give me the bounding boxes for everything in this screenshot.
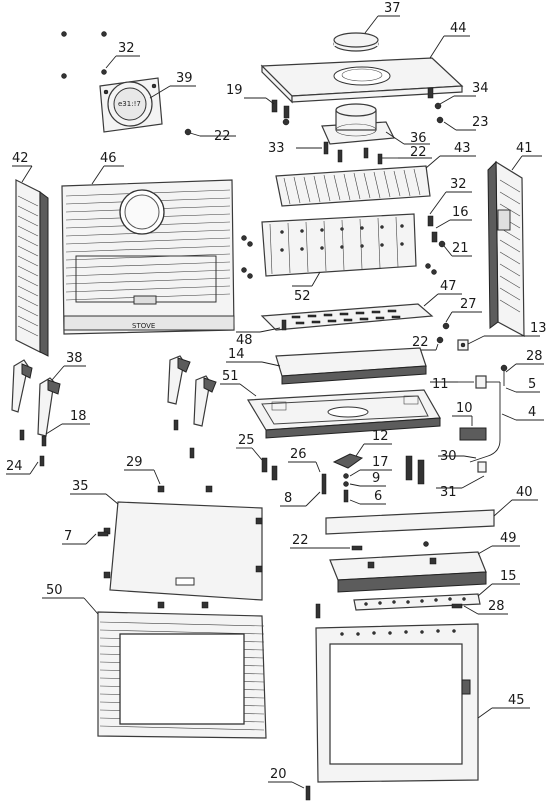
screw-22-left xyxy=(184,128,201,137)
part-51-base-plate xyxy=(246,389,441,439)
label-22: 22 xyxy=(412,335,429,350)
logo-text: STOVE xyxy=(132,322,155,330)
part-36-flue-spigot xyxy=(321,103,395,145)
label-19: 19 xyxy=(226,83,243,98)
label-44: 44 xyxy=(450,21,467,36)
part-14-ash-pan xyxy=(275,347,427,385)
screws-back-panel xyxy=(241,235,437,279)
label-31: 31 xyxy=(440,485,457,500)
screws-34-23 xyxy=(427,87,444,124)
label-49: 49 xyxy=(500,531,517,546)
part-52-firebrick xyxy=(261,213,417,277)
label-48: 48 xyxy=(236,333,253,348)
label-11: 11 xyxy=(432,377,449,392)
part-12-lever xyxy=(321,453,364,503)
label-7: 7 xyxy=(64,529,72,544)
label-30: 30 xyxy=(440,449,457,464)
label-13: 13 xyxy=(530,321,547,336)
part-47-grate xyxy=(260,303,434,331)
screws-32-16-21 xyxy=(427,215,446,248)
label-26: 26 xyxy=(290,447,307,462)
screws-22-center xyxy=(363,147,383,165)
label-15: 15 xyxy=(500,569,517,584)
label-40: 40 xyxy=(516,485,533,500)
label-5: 5 xyxy=(528,377,536,392)
part-50-front-frame xyxy=(97,601,267,739)
label-21: 21 xyxy=(452,241,469,256)
parts-27-22-13 xyxy=(436,322,469,351)
part-41-right-side-panel xyxy=(487,160,525,338)
label-12: 12 xyxy=(372,429,389,444)
label-46: 46 xyxy=(100,151,117,166)
label-16: 16 xyxy=(452,205,469,220)
label-52: 52 xyxy=(294,289,311,304)
part-15-hinge-bar xyxy=(353,593,481,611)
label-6: 6 xyxy=(374,489,382,504)
label-9: 9 xyxy=(372,471,380,486)
label-28: 28 xyxy=(488,599,505,614)
label-4: 4 xyxy=(528,405,536,420)
part-38-left-feet xyxy=(11,359,61,437)
label-33: 33 xyxy=(268,141,285,156)
label-23: 23 xyxy=(472,115,489,130)
label-25: 25 xyxy=(238,433,255,448)
part-39-flue-collar: e31:!7 xyxy=(99,77,163,133)
screws-19 xyxy=(271,99,290,126)
screws-22-lower xyxy=(351,541,429,551)
label-22: 22 xyxy=(410,145,427,160)
part-44-top-plate xyxy=(260,57,464,104)
screw-7 xyxy=(97,531,109,537)
label-36: 36 xyxy=(410,131,427,146)
part-46-back-panel: STOVE xyxy=(61,179,235,335)
label-28: 28 xyxy=(526,349,543,364)
label-22: 22 xyxy=(214,129,231,144)
screws-18-24 xyxy=(19,429,47,467)
label-32: 32 xyxy=(118,41,135,56)
label-41: 41 xyxy=(516,141,533,156)
screw-28-lower xyxy=(315,603,463,619)
part-10-bracket xyxy=(459,427,487,441)
svg-text:e31:!7: e31:!7 xyxy=(118,100,141,108)
label-17: 17 xyxy=(372,455,389,470)
part-40-door-bar xyxy=(325,509,495,535)
label-35: 35 xyxy=(72,479,89,494)
part-35-glass xyxy=(103,485,263,601)
label-10: 10 xyxy=(456,401,473,416)
screws-top-left xyxy=(61,31,107,79)
label-32: 32 xyxy=(450,177,467,192)
label-37: 37 xyxy=(384,1,401,16)
label-38: 38 xyxy=(66,351,83,366)
screw-20 xyxy=(305,785,311,801)
label-27: 27 xyxy=(460,297,477,312)
label-14: 14 xyxy=(228,347,245,362)
label-50: 50 xyxy=(46,583,63,598)
label-18: 18 xyxy=(70,409,87,424)
part-45-door xyxy=(315,623,479,783)
part-43-baffle xyxy=(275,165,431,207)
label-29: 29 xyxy=(126,455,143,470)
part-37-cap xyxy=(333,32,379,52)
bolts-30-31 xyxy=(405,455,487,485)
screws-33 xyxy=(323,141,343,163)
label-42: 42 xyxy=(12,151,29,166)
label-20: 20 xyxy=(270,767,287,782)
label-47: 47 xyxy=(440,279,457,294)
parts-11-5-4-28 xyxy=(469,364,508,463)
label-39: 39 xyxy=(176,71,193,86)
screws-25 xyxy=(173,419,278,481)
label-24: 24 xyxy=(6,459,23,474)
label-8: 8 xyxy=(284,491,292,506)
label-34: 34 xyxy=(472,81,489,96)
label-51: 51 xyxy=(222,369,239,384)
screws-48 xyxy=(281,319,287,331)
label-43: 43 xyxy=(454,141,471,156)
part-49-air-slider xyxy=(329,551,487,593)
center-feet xyxy=(167,355,217,427)
label-45: 45 xyxy=(508,693,525,708)
label-22: 22 xyxy=(292,533,309,548)
part-42-left-side-panel xyxy=(15,179,49,357)
